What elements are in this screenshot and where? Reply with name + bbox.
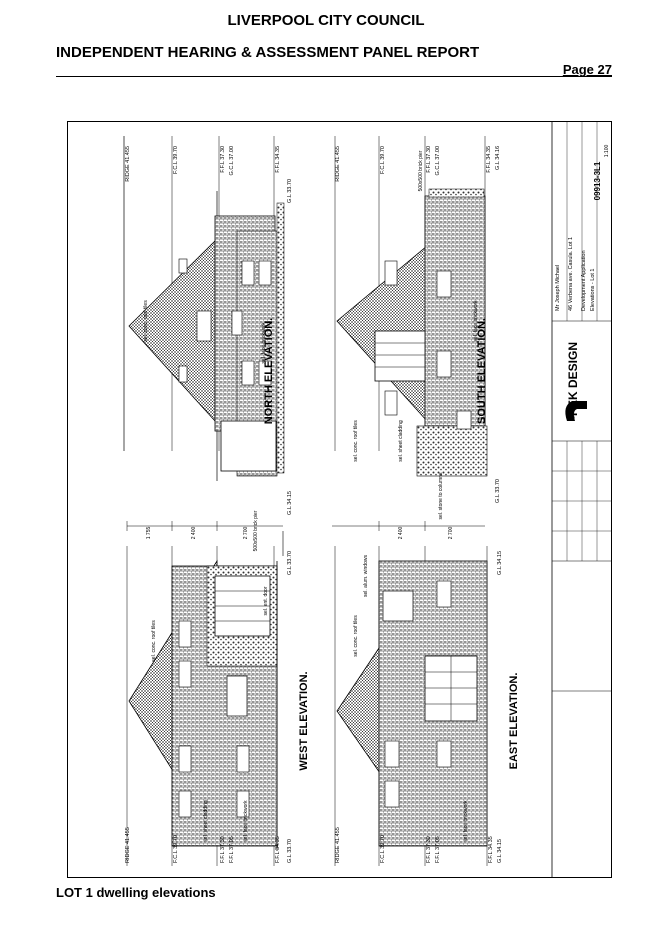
- south-note-pier: 500x500 brick pier: [418, 150, 424, 191]
- north-dim-1: 1 755: [146, 527, 152, 540]
- elevations-drawing: NORTH ELEVATION. RIDGE 41.455 F.C.L 39.7…: [67, 121, 612, 878]
- east-level-ridge: RIDGE 41.455: [335, 827, 341, 863]
- title-block-site: 46 Verbena ave. Casula. Lot 1: [568, 237, 574, 311]
- east-elevation-title: EAST ELEVATION.: [508, 673, 520, 770]
- west-level-gl-left: G.L 33.70: [287, 839, 293, 863]
- west-note-door: sel. ent. door: [263, 586, 269, 615]
- north-dim-3: 2 700: [243, 527, 249, 540]
- title-block-brand: -PEK DESIGN: [566, 342, 580, 420]
- report-panel-title: INDEPENDENT HEARING & ASSESSMENT PANEL R…: [56, 44, 480, 61]
- west-elevation: WEST ELEVATION. RIDGE 41.455 F.C.L 39.70…: [125, 546, 310, 866]
- south-level-gcl: G.C.L 37.00: [435, 146, 441, 175]
- east-note-brick: sel. face brickwork: [463, 800, 469, 842]
- east-elevation: EAST ELEVATION. RIDGE 41.455 F.C.L 39.70…: [334, 546, 520, 866]
- north-note-pier: 500x500 brick pier: [253, 510, 259, 551]
- west-note-roof: sel. conc. roof tiles: [151, 620, 157, 662]
- east-level-fcl: F.C.L 39.70: [380, 835, 386, 863]
- north-level-gl-right: G.L 33.70: [287, 179, 293, 203]
- north-note-roof: sel. conc. roof tiles: [143, 300, 149, 342]
- south-dim-2: 2 700: [448, 527, 454, 540]
- west-level-ffl-upper: F.F.L 37.30: [220, 836, 226, 863]
- north-level-gl-left: G.L 34.15: [287, 491, 293, 515]
- north-level-gcl: G.C.L 37.00: [229, 146, 235, 175]
- title-block: -PEK DESIGN Mr Joseph Michael 46 Verbena…: [551, 121, 612, 878]
- pek-logo-icon: [565, 401, 587, 421]
- south-dim-1: 2 400: [398, 527, 404, 540]
- south-elevation: SOUTH ELEVATION. RIDGE 41.455 F.C.L 39.7…: [332, 136, 501, 539]
- east-level-ffl-ground: F.F.L 34.35: [488, 836, 494, 863]
- west-level-gl-right: G.L 33.70: [287, 551, 293, 575]
- title-block-client: Mr Joseph Michael: [555, 265, 561, 311]
- east-note-windows: sel. alum. windows: [363, 555, 369, 597]
- east-level-gl-right: G.L 34.15: [497, 551, 503, 575]
- north-level-ridge: RIDGE 41.455: [125, 146, 131, 182]
- south-level-ridge: RIDGE 41.455: [335, 146, 341, 182]
- south-note-cladding: sel. sheet cladding: [398, 420, 404, 462]
- north-level-ffl-ground: F.F.L 34.35: [275, 146, 281, 173]
- north-level-fcl: F.C.L 39.70: [173, 146, 179, 174]
- north-note-brick: sel. face brickwork: [261, 322, 267, 364]
- south-note-stone: sel. stone to columns: [438, 472, 444, 519]
- west-note-brick: sel. face brickwork: [243, 800, 249, 842]
- report-council-title: LIVERPOOL CITY COUNCIL: [227, 12, 425, 29]
- figure-caption: LOT 1 dwelling elevations: [56, 885, 216, 900]
- west-level-fcl: F.C.L 39.70: [173, 835, 179, 863]
- north-elevation: NORTH ELEVATION. RIDGE 41.455 F.C.L 39.7…: [123, 136, 293, 556]
- east-level-ffl-upper: F.F.L 37.30: [426, 836, 432, 863]
- south-elevation-title: SOUTH ELEVATION.: [476, 318, 488, 424]
- title-block-stage: Development Application: [581, 250, 587, 311]
- south-level-ffl-upper: F.F.L 37.30: [426, 146, 432, 173]
- west-level-ffl-ground: F.F.L 34.35: [275, 836, 281, 863]
- page-number: Page 27: [562, 62, 612, 77]
- south-level-gl-left: G.L 33.70: [495, 479, 501, 503]
- north-elevation-title: NORTH ELEVATION.: [263, 318, 275, 425]
- title-block-sheet: Elevations - Lot 1: [590, 269, 596, 312]
- east-level-gl-left: G.L 34.15: [497, 839, 503, 863]
- east-level-ffl-upper-2: F.F.L 37.05: [435, 836, 441, 863]
- south-level-fcl: F.C.L 39.70: [380, 146, 386, 174]
- west-level-ffl-upper-2: F.F.L 37.05: [229, 836, 235, 863]
- north-dim-2: 2 400: [191, 527, 197, 540]
- east-note-roof: sel. conc. roof tiles: [353, 615, 359, 657]
- title-block-scale: 1:100: [604, 145, 610, 158]
- south-level-ffl-ground: F.F.L 34.35: [486, 146, 492, 173]
- south-note-roof: sel. conc. roof tiles: [353, 420, 359, 462]
- west-elevation-title: WEST ELEVATION.: [298, 671, 310, 770]
- header-rule: [56, 76, 612, 77]
- title-block-job-number: 09913-3L1: [593, 161, 602, 200]
- south-note-brick: sel. face brickwork: [473, 300, 479, 342]
- west-level-ridge: RIDGE 41.455: [125, 827, 131, 863]
- west-note-cladding: sel. sheet cladding: [203, 800, 209, 842]
- south-level-gl-right: G.L 34.16: [495, 146, 501, 170]
- north-level-ffl-upper: F.F.L 37.30: [220, 146, 226, 173]
